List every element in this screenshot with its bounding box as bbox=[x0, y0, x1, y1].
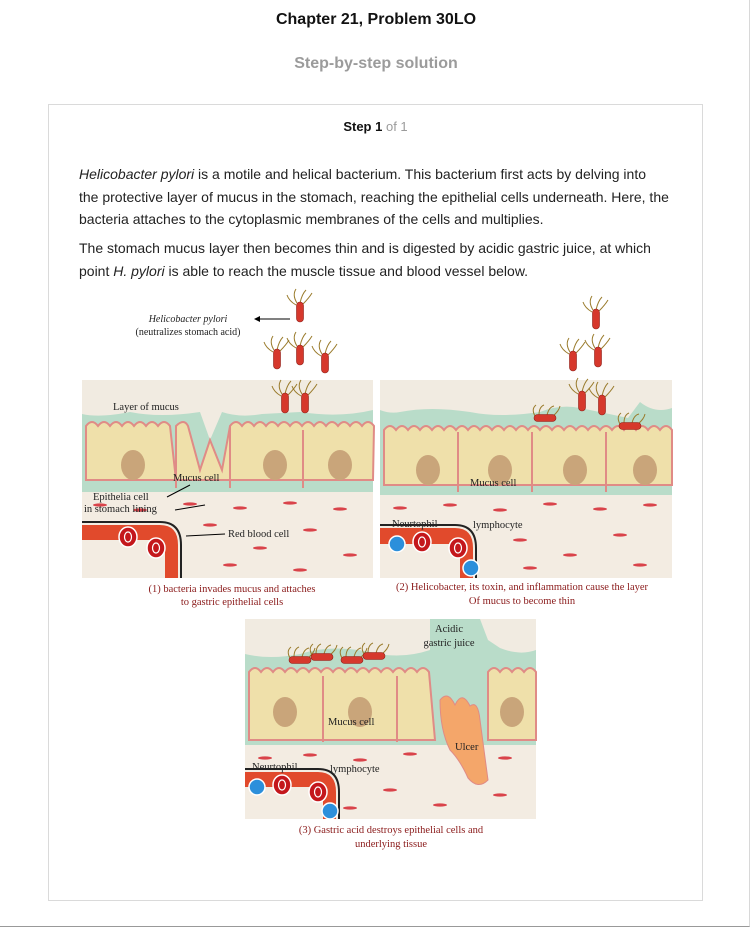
paragraph-2-start: The stomach mucus layer then becomes thi… bbox=[79, 240, 651, 279]
label-red-blood-cell: Red blood cell bbox=[228, 529, 289, 540]
caption-2-line-2: Of mucus to become thin bbox=[469, 596, 576, 607]
panel-2 bbox=[380, 377, 673, 578]
step-indicator: Step 1 of 1 bbox=[49, 119, 702, 134]
label-ulcer: Ulcer bbox=[455, 742, 479, 753]
caption-1-line-1: (1) bacteria invades mucus and attaches bbox=[148, 584, 315, 595]
caption-2-line-1: (2) Helicobacter, its toxin, and inflamm… bbox=[396, 582, 649, 593]
label-hp-name: Helicobacter pylori bbox=[148, 314, 228, 325]
step-label: Step 1 bbox=[343, 119, 383, 134]
paragraph-1: Helicobacter pylori is a motile and heli… bbox=[79, 163, 669, 231]
caption-3-line-2: underlying tissue bbox=[355, 839, 427, 850]
label-layer-of-mucus: Layer of mucus bbox=[113, 402, 179, 413]
paragraph-2: The stomach mucus layer then becomes thi… bbox=[79, 237, 669, 282]
caption-1-line-2: to gastric epithelial cells bbox=[181, 597, 283, 608]
label-epithelia-1: Epithelia cell bbox=[93, 492, 149, 503]
bacteria-free-2 bbox=[559, 295, 611, 372]
label-acidic: Acidic bbox=[435, 624, 463, 635]
panel-3 bbox=[245, 619, 537, 820]
label-mucus-cell-3: Mucus cell bbox=[328, 717, 374, 728]
step-total: of 1 bbox=[385, 119, 408, 134]
paragraph-2-end: is able to reach the muscle tissue and b… bbox=[164, 262, 529, 279]
caption-3-line-1: (3) Gastric acid destroys epithelial cel… bbox=[299, 825, 484, 836]
organism-short-name: H. pylori bbox=[113, 262, 165, 279]
label-mucus-cell-1: Mucus cell bbox=[173, 473, 219, 484]
panel-1 bbox=[82, 379, 376, 578]
label-lymphocyte-2: lymphocyte bbox=[473, 520, 523, 531]
label-arrowhead-hp bbox=[254, 316, 260, 322]
paragraph-1-text: is a motile and helical bacterium. This … bbox=[79, 166, 669, 227]
label-neutrophil-3: Neurtophil bbox=[252, 762, 298, 773]
label-hp-desc: (neutralizes stomach acid) bbox=[136, 327, 241, 338]
label-gastric-juice: gastric juice bbox=[423, 638, 474, 649]
label-mucus-cell-2: Mucus cell bbox=[470, 478, 516, 489]
label-neutrophil-2: Neurtophil bbox=[392, 519, 438, 530]
label-lymphocyte-3: lymphocyte bbox=[330, 764, 380, 775]
bacteria-free-1 bbox=[263, 288, 338, 374]
page-title: Chapter 21, Problem 30LO bbox=[275, 11, 477, 28]
organism-name: Helicobacter pylori bbox=[79, 166, 195, 182]
solution-subtitle: Step-by-step solution bbox=[294, 55, 458, 72]
label-epithelia-2: in stomach lining bbox=[84, 504, 158, 515]
